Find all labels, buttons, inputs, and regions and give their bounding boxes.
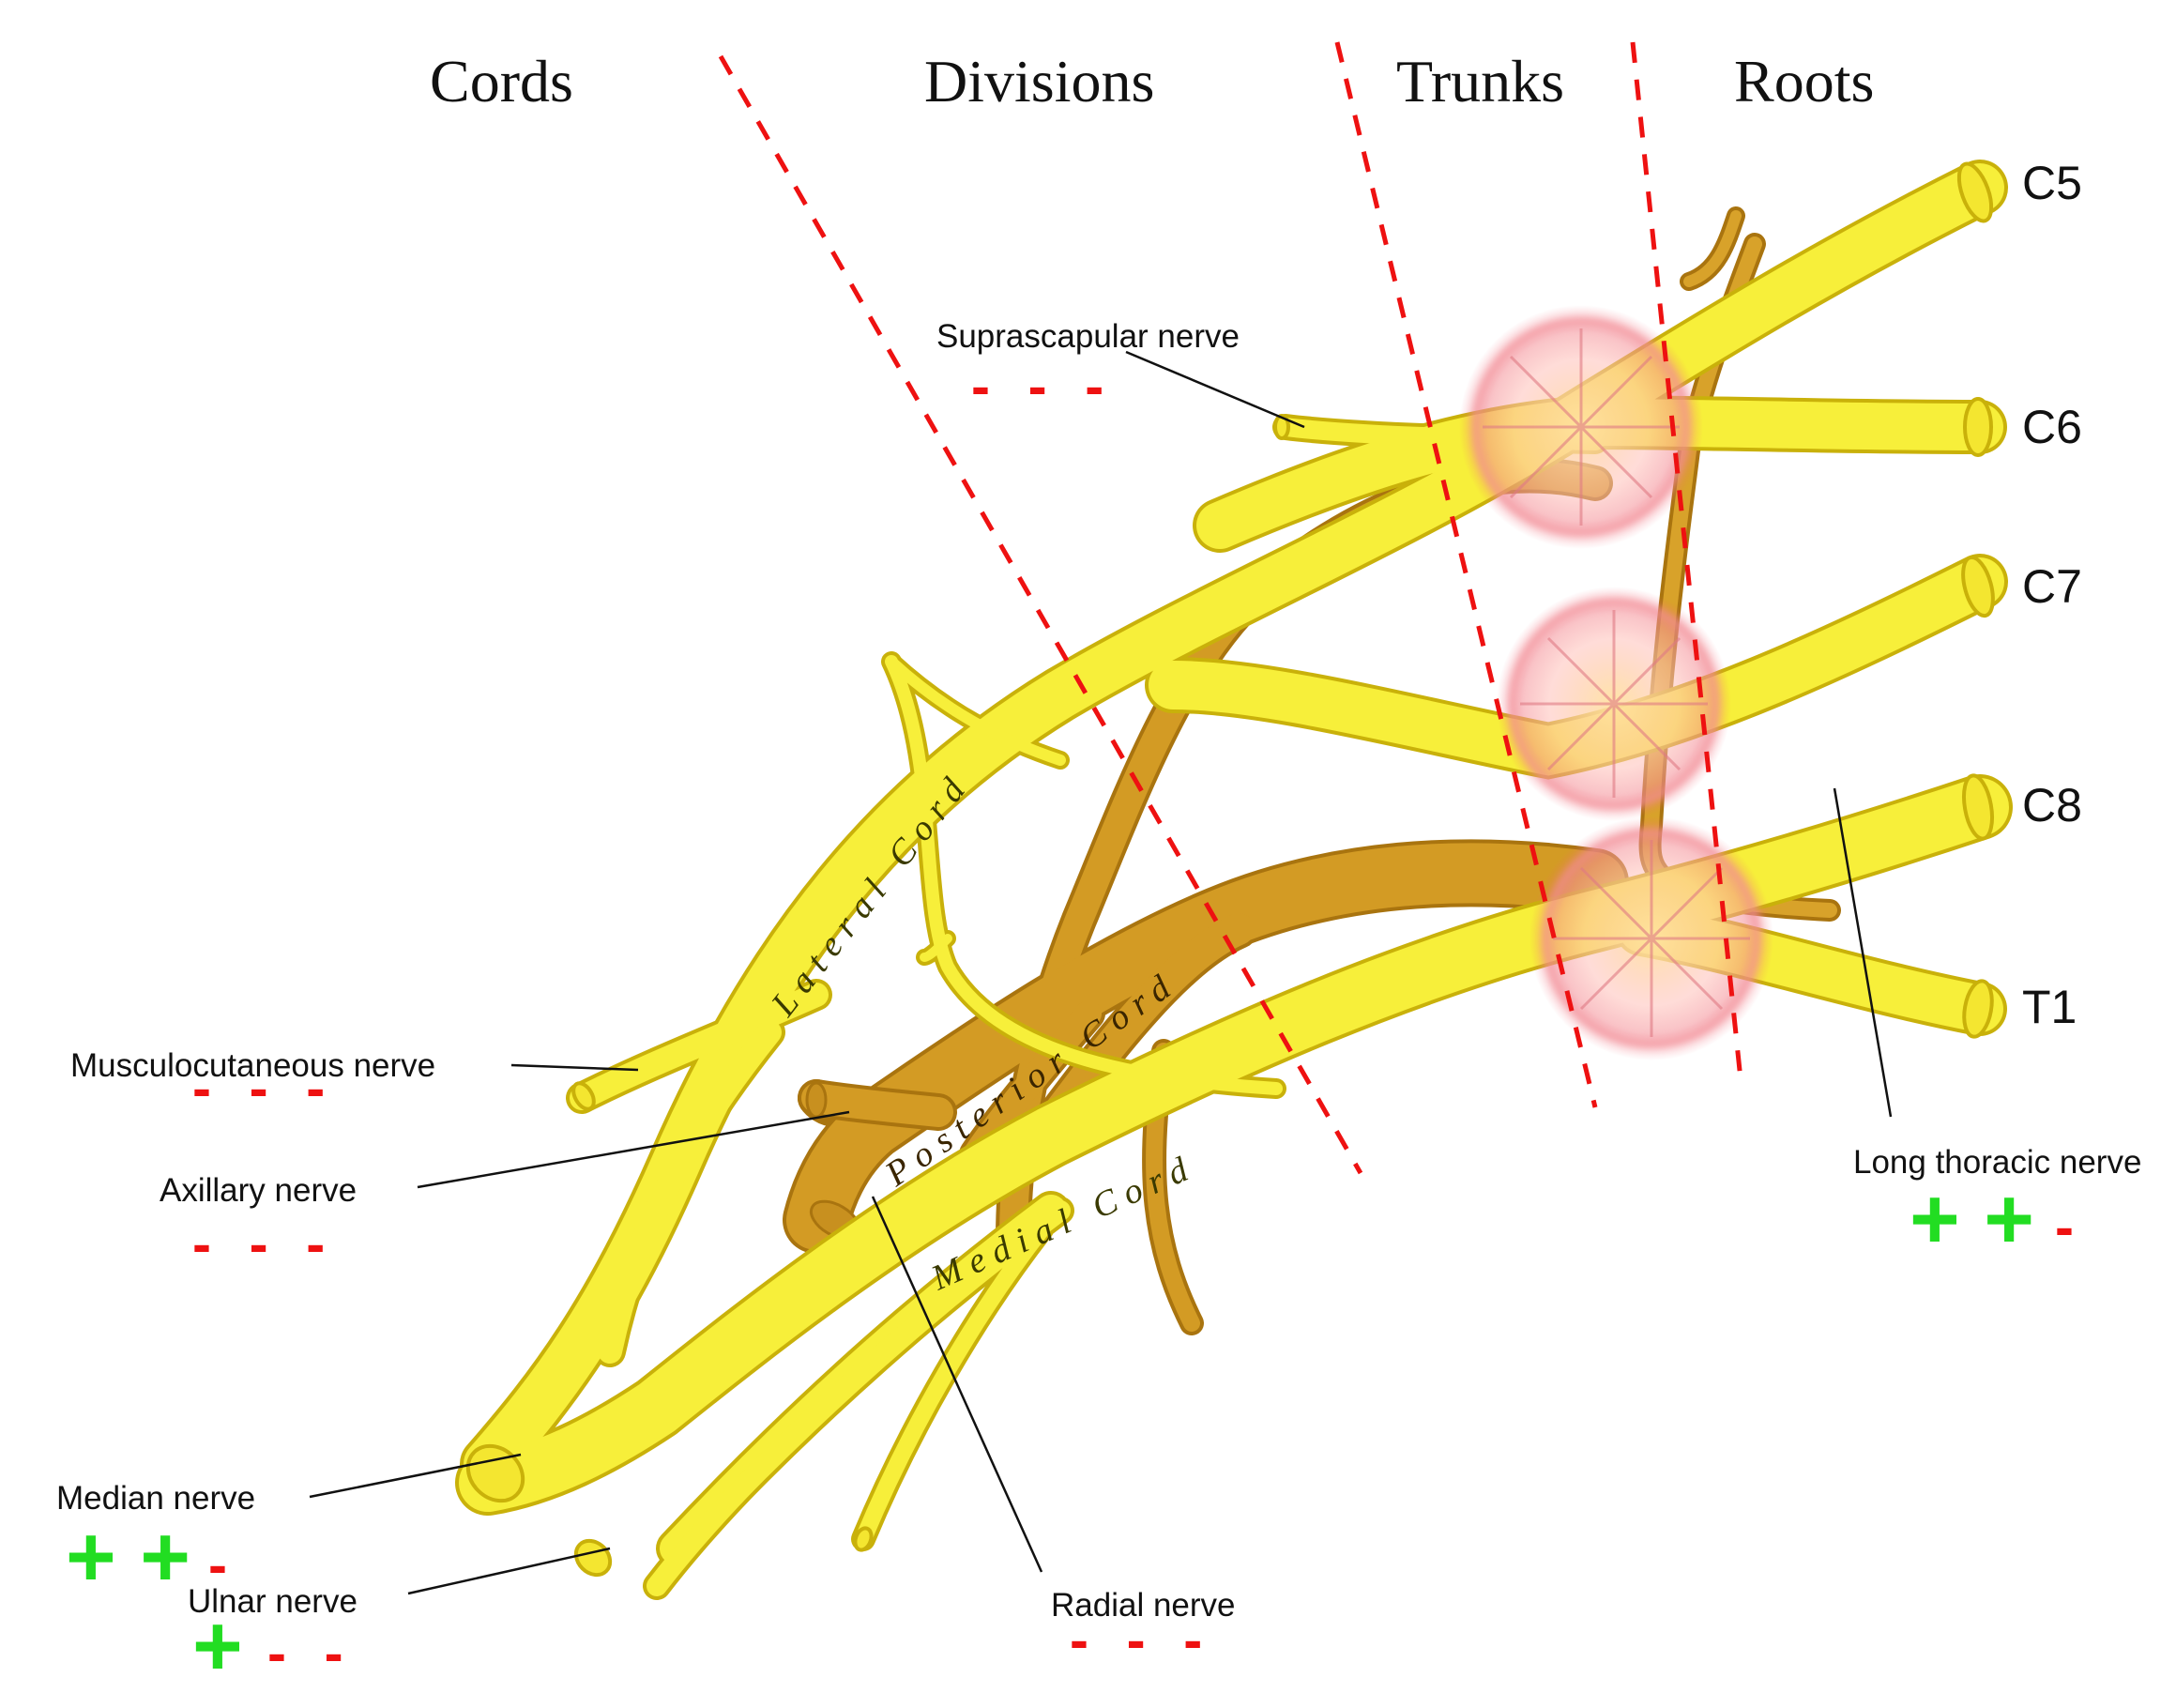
lesion-markers xyxy=(1459,305,1773,1060)
trunks-roots-boundary xyxy=(1630,41,1743,1080)
radial-marks: - - - xyxy=(1070,1609,1213,1671)
median-label: Median nerve xyxy=(56,1480,255,1517)
divisions-trunks-boundary xyxy=(1334,41,1598,1108)
axillary-label: Axillary nerve xyxy=(160,1172,357,1209)
leader-lines xyxy=(309,350,1893,1595)
musculocutaneous-label: Musculocutaneous nerve xyxy=(70,1047,435,1084)
suprascapular-label: Suprascapular nerve xyxy=(936,318,1240,355)
root-label-t1: T1 xyxy=(2022,981,2077,1033)
musculocutaneous-annotation: Musculocutaneous nerve - - - xyxy=(70,1047,435,1120)
root-label-c8: C8 xyxy=(2022,779,2082,831)
radial-annotation: Radial nerve - - - xyxy=(1051,1587,1236,1671)
root-labels: C5 C6 C7 C8 T1 xyxy=(2022,157,2082,1033)
header-cords: Cords xyxy=(430,48,573,114)
axillary-marks: - - - xyxy=(192,1212,336,1275)
cords-divisions-boundary xyxy=(718,54,1363,1175)
radial-label: Radial nerve xyxy=(1051,1587,1236,1624)
musculocutaneous-marks: - - - xyxy=(192,1057,336,1120)
region-headers: Cords Divisions Trunks Roots xyxy=(430,48,1874,114)
suprascapular-marks: - - - xyxy=(971,355,1115,418)
ulnar-label: Ulnar nerve xyxy=(188,1583,358,1620)
axillary-annotation: Axillary nerve - - - xyxy=(160,1172,357,1275)
root-label-c6: C6 xyxy=(2022,401,2082,453)
header-trunks: Trunks xyxy=(1396,48,1564,114)
median-plus: + + xyxy=(66,1509,190,1605)
nerve-annotations: Suprascapular nerve - - - Musculocutaneo… xyxy=(56,318,2141,1694)
lesion-upper xyxy=(1459,305,1703,549)
ulnar-minus: - - xyxy=(267,1622,355,1685)
root-label-c5: C5 xyxy=(2022,157,2082,209)
header-roots: Roots xyxy=(1734,48,1874,114)
nerve-trunks xyxy=(455,160,2013,1600)
lateral-cord-label: Lateral Cord xyxy=(763,764,979,1024)
median-minus: - xyxy=(208,1533,238,1596)
lesion-lower xyxy=(1529,816,1773,1060)
median-annotation: Median nerve + + - xyxy=(56,1480,255,1605)
long-thoracic-annotation: Long thoracic nerve + + - xyxy=(1853,1144,2141,1267)
long-thoracic-label: Long thoracic nerve xyxy=(1853,1144,2141,1181)
lesion-middle xyxy=(1497,587,1731,821)
long-thoracic-plus: + + xyxy=(1910,1171,2034,1267)
region-boundaries xyxy=(718,41,1743,1175)
suprascapular-annotation: Suprascapular nerve - - - xyxy=(936,318,1240,418)
ulnar-annotation: Ulnar nerve + - - xyxy=(188,1583,358,1694)
header-divisions: Divisions xyxy=(924,48,1154,114)
ulnar-plus: + xyxy=(192,1598,243,1694)
long-thoracic-minus: - xyxy=(2055,1196,2085,1258)
root-label-c7: C7 xyxy=(2022,560,2082,613)
